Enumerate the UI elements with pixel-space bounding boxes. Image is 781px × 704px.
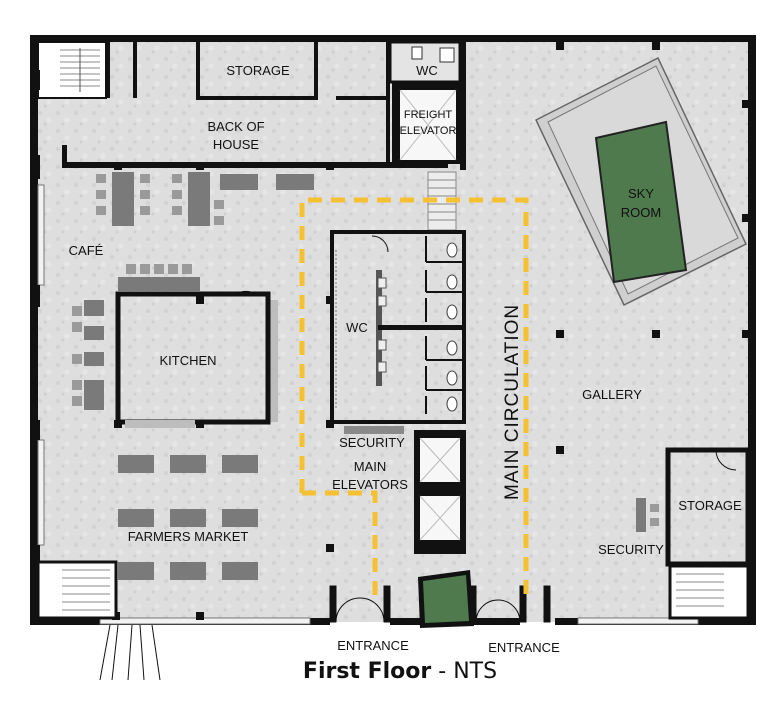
label-back-of-house-line2: HOUSE	[213, 137, 260, 152]
storage-right-room	[665, 447, 751, 567]
label-security-center: SECURITY	[339, 435, 405, 450]
label-sky-room-line1: SKY	[628, 186, 654, 201]
label-storage-top: STORAGE	[226, 63, 290, 78]
wc-top-room	[388, 40, 462, 84]
label-farmers-market: FARMERS MARKET	[128, 529, 249, 544]
cafe-counters	[84, 300, 104, 410]
plan-title-rest: - NTS	[431, 659, 497, 684]
label-cafe: CAFÉ	[69, 243, 104, 258]
plan-title: First Floor - NTS	[303, 659, 497, 684]
label-entrance-left: ENTRANCE	[337, 638, 409, 653]
label-security-right: SECURITY	[598, 542, 664, 557]
label-back-of-house-line1: BACK OF	[207, 119, 264, 134]
main-circulation-path	[299, 197, 529, 600]
label-sky-room-line2: ROOM	[621, 205, 661, 220]
security-desk-right	[636, 498, 659, 532]
plan-title-bold: First Floor	[303, 659, 431, 684]
windows	[37, 184, 699, 625]
stair-top-left	[37, 41, 107, 99]
back-of-house-walls	[62, 42, 448, 168]
stair-bottom-right	[668, 564, 750, 620]
freight-elevator	[392, 82, 462, 164]
label-storage-right: STORAGE	[678, 498, 742, 513]
label-kitchen: KITCHEN	[159, 353, 216, 368]
label-main-elevators-line1: MAIN	[354, 459, 387, 474]
label-freight-line2: ELEVATOR	[400, 125, 457, 137]
cafe-furniture	[112, 172, 314, 291]
label-gallery: GALLERY	[582, 387, 642, 402]
label-freight-line1: FREIGHT	[404, 109, 453, 121]
cafe-chairs	[72, 174, 224, 406]
security-desk-center	[344, 426, 404, 434]
main-elevators	[414, 430, 466, 554]
label-entrance-right: ENTRANCE	[488, 640, 560, 655]
wc-center-room	[330, 230, 466, 424]
label-main-circulation: MAIN CIRCULATION	[502, 304, 523, 500]
entrance-feature	[418, 570, 474, 628]
entrance-doors	[99, 585, 551, 681]
kitchen-room	[115, 290, 278, 428]
sky-room	[535, 56, 747, 307]
label-wc-center: WC	[346, 320, 368, 335]
stair-bottom-left	[36, 560, 118, 620]
label-main-elevators-line2: ELEVATORS	[332, 477, 408, 492]
farmers-market-stalls	[118, 455, 258, 580]
label-wc-top: WC	[416, 63, 438, 78]
